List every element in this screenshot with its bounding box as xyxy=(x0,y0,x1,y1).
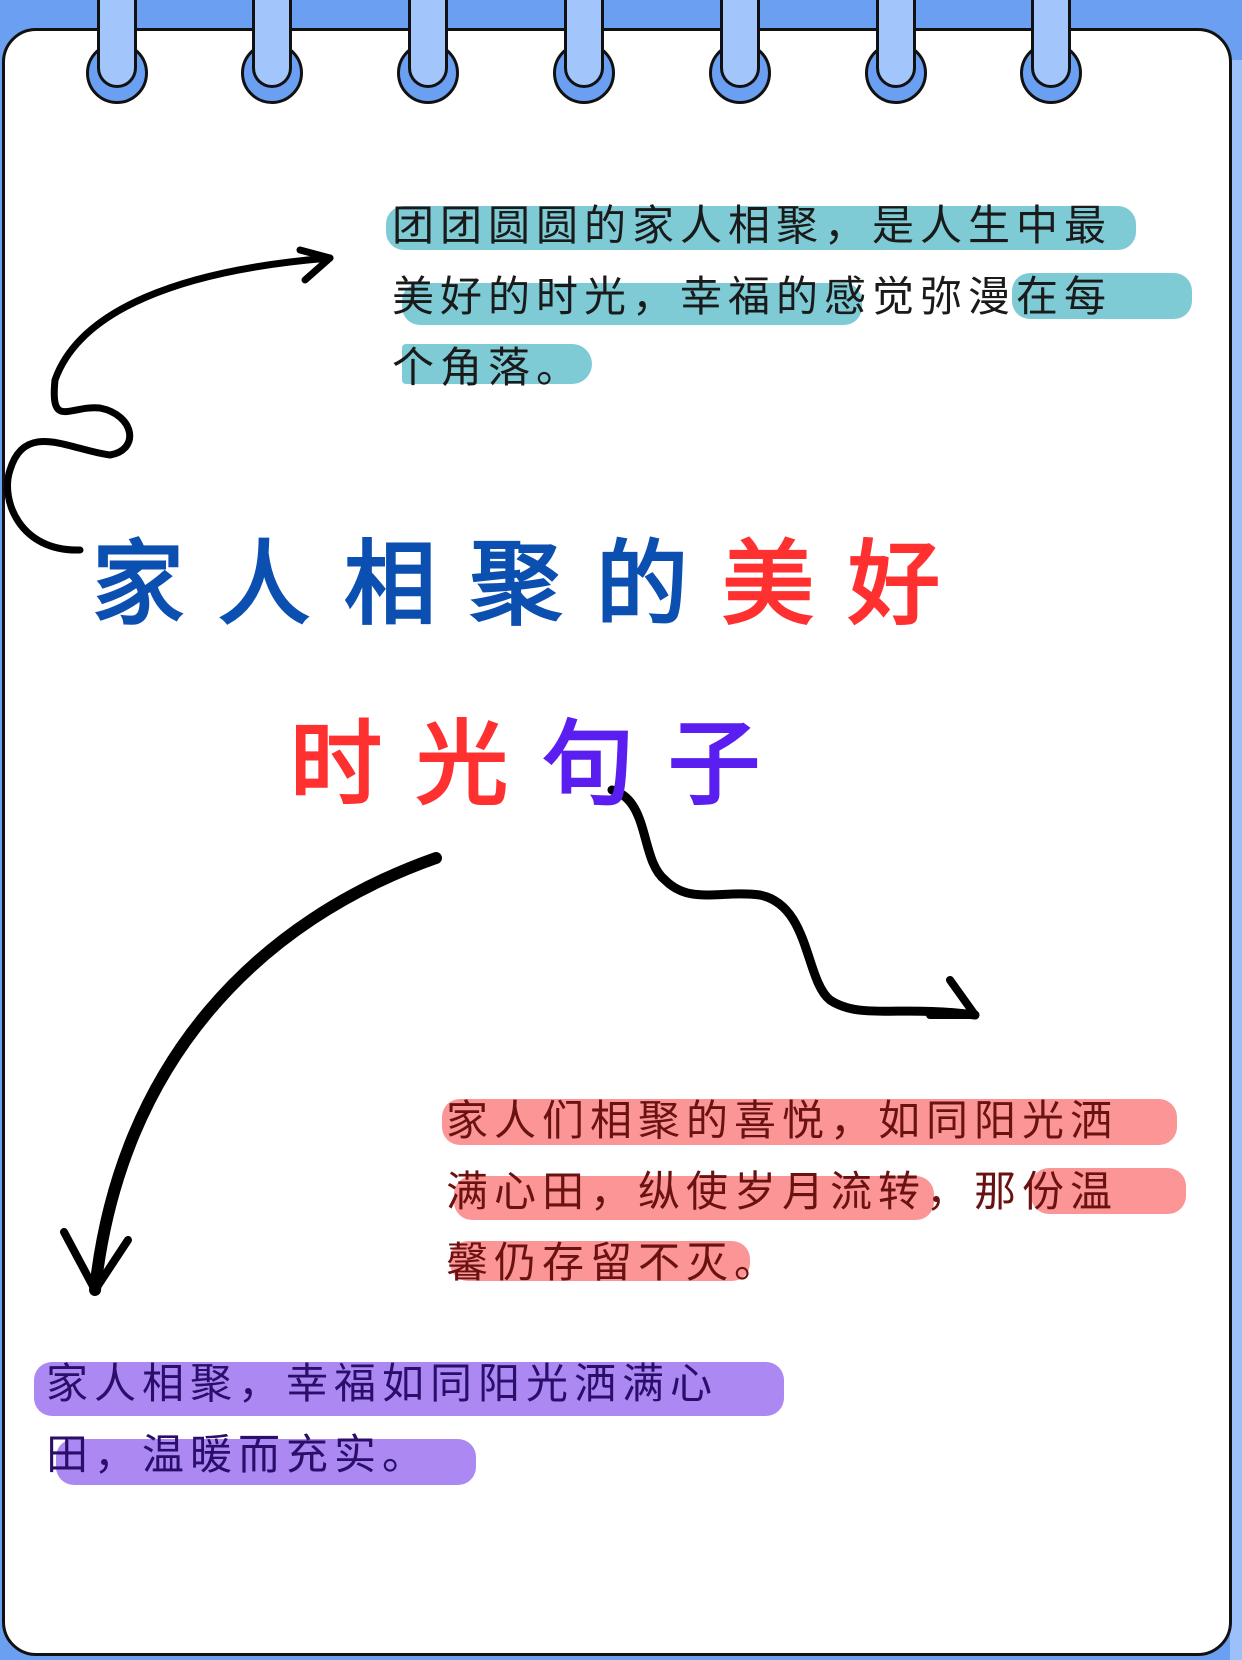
quote-bottom: 家人相聚，幸福如同阳光洒满心 田，温暖而充实。 xyxy=(34,1348,784,1490)
binder-ring-icon xyxy=(86,0,156,108)
binder-ring-icon xyxy=(553,0,623,108)
binder-ring-icon xyxy=(865,0,935,108)
quote-bottom-line: 田，温暖而充实。 xyxy=(46,1430,431,1479)
page-title-line1: 家人相聚的美好 xyxy=(92,510,974,643)
quote-top: 团团圆圆的家人相聚，是人生中最 美好的时光，幸福的感觉弥漫在每 个角落。 xyxy=(386,190,1192,403)
curved-down-arrow-icon xyxy=(89,852,442,1296)
quote-middle-line: 满心田，纵使岁月流转，那份温 xyxy=(446,1167,1119,1216)
binder-ring-icon xyxy=(397,0,467,108)
page-shadow xyxy=(1230,60,1242,1660)
title-blue-text: 家人相聚的 xyxy=(92,531,723,638)
quote-bottom-line: 家人相聚，幸福如同阳光洒满心 xyxy=(46,1359,719,1408)
quote-top-line: 团团圆圆的家人相聚，是人生中最 xyxy=(392,201,1113,250)
quote-top-line: 美好的时光，幸福的感觉弥漫在每 xyxy=(392,272,1113,321)
binder-ring-icon xyxy=(709,0,779,108)
binder-ring-icon xyxy=(1020,0,1090,108)
quote-top-line: 个角落。 xyxy=(392,343,585,392)
title-red-text: 时光 xyxy=(290,711,543,818)
title-red-text: 美好 xyxy=(722,531,975,638)
binder-ring-icon xyxy=(241,0,311,108)
quote-middle-line: 家人们相聚的喜悦，如同阳光洒 xyxy=(446,1096,1119,1145)
loop-arrow-icon xyxy=(4,254,334,554)
wavy-arrow-icon xyxy=(607,785,980,1020)
title-purple-text: 句子 xyxy=(542,711,795,818)
quote-middle: 家人们相聚的喜悦，如同阳光洒 满心田，纵使岁月流转，那份温 馨仍存留不灭。 xyxy=(442,1085,1186,1298)
quote-middle-line: 馨仍存留不灭。 xyxy=(446,1238,783,1287)
page-title-line2: 时光句子 xyxy=(290,690,794,823)
